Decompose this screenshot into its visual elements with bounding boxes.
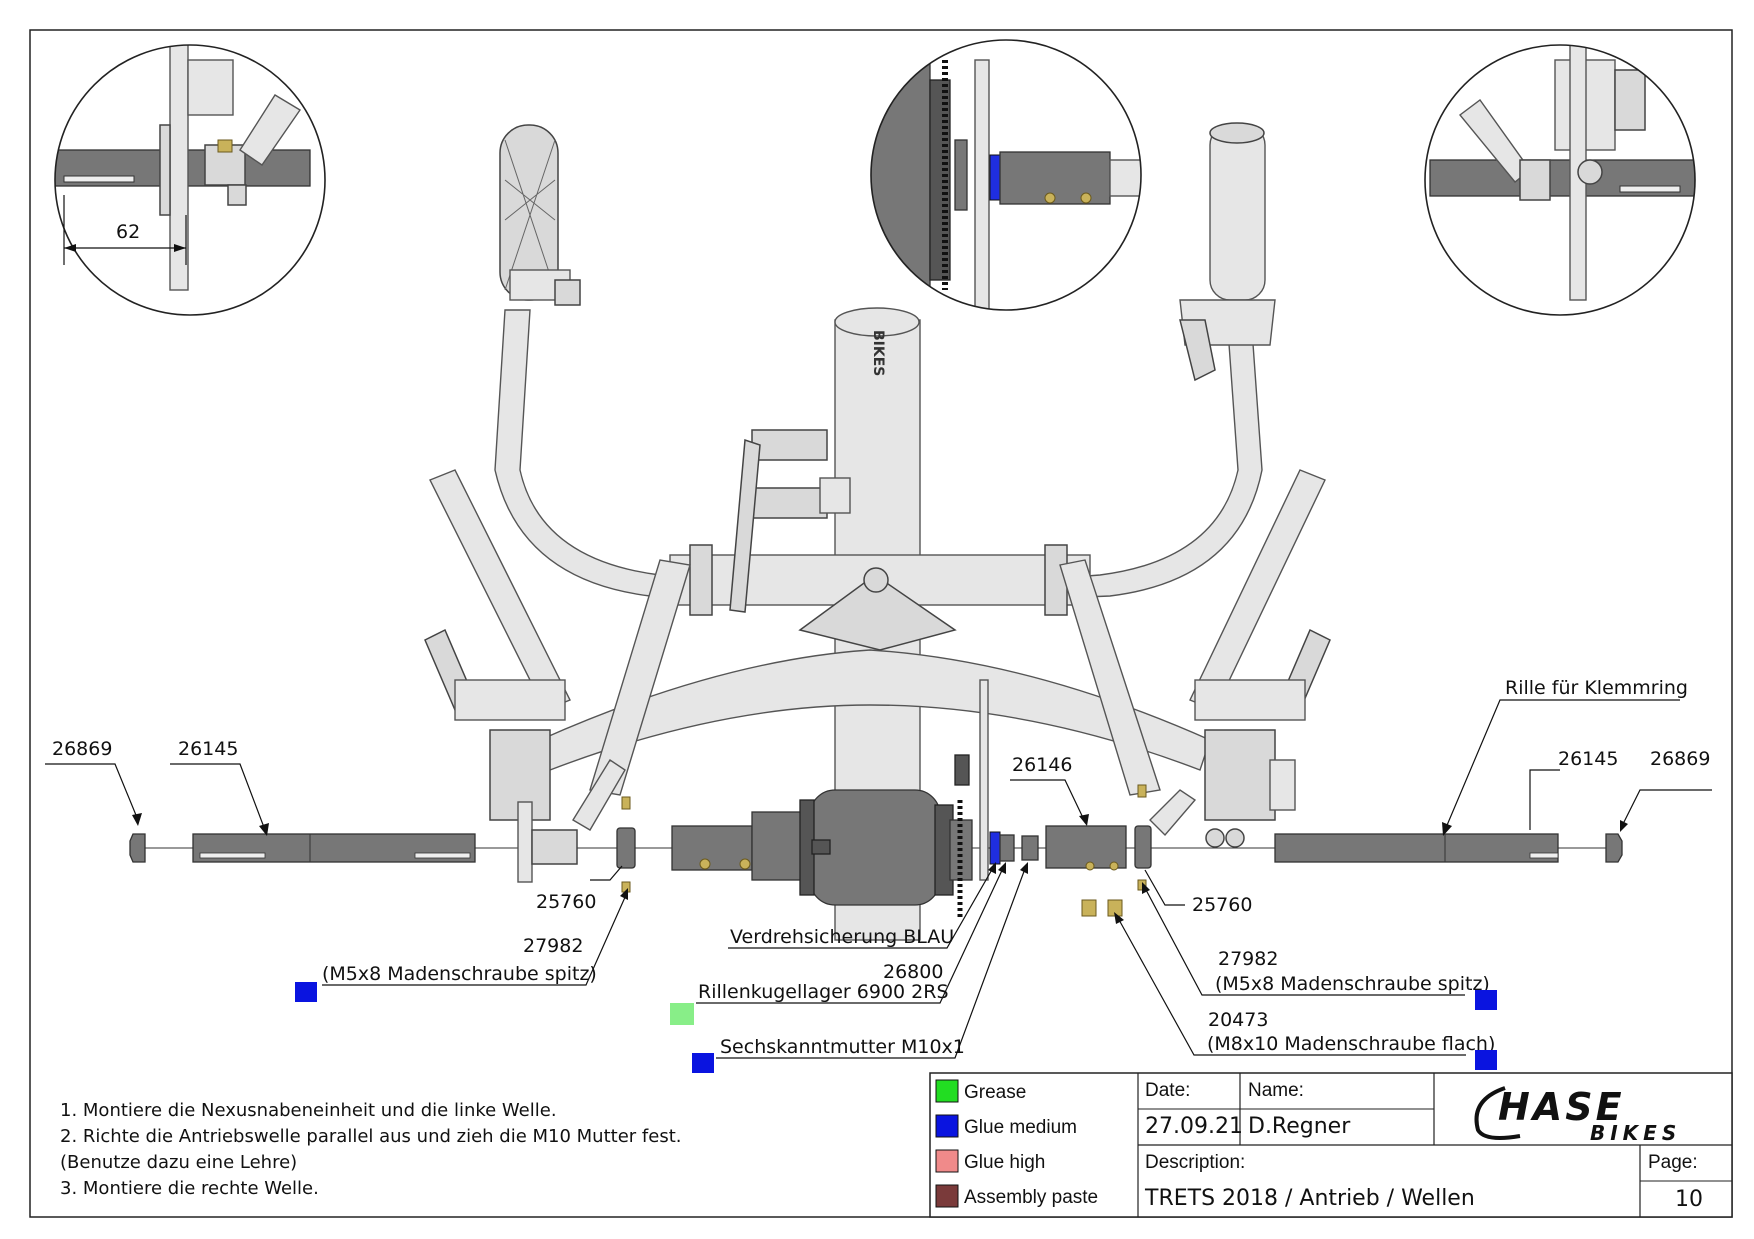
legend-glue-medium: Glue medium [964, 1117, 1077, 1138]
description-label: Description: [1145, 1152, 1245, 1173]
left-collar [616, 827, 636, 869]
marker-right-screw-glue [1475, 990, 1497, 1010]
legend-assembly-paste: Assembly paste [964, 1187, 1098, 1208]
detail-view-right [1424, 44, 1696, 316]
drawing-border [29, 29, 1733, 1218]
callout-right-collar: 25760 [1192, 894, 1252, 916]
callout-left-collar: 25760 [536, 891, 596, 913]
callout-bearing-num: 26800 [883, 961, 943, 983]
callout-left-shaft: 26145 [178, 738, 238, 760]
callout-groove: Rille für Klemmring [1505, 677, 1688, 699]
assembly-instructions: 1. Montiere die Nexusnabeneinheit und di… [60, 1100, 681, 1199]
left-handlebar [494, 309, 701, 599]
page-number: 10 [1675, 1187, 1703, 1212]
legend-glue-high: Glue high [964, 1152, 1045, 1173]
right-end-cap [1605, 833, 1623, 863]
marker-left-screw-glue [295, 982, 317, 1002]
title-block: Grease Glue medium Glue high Assembly pa… [929, 1072, 1733, 1218]
date-label: Date: [1145, 1080, 1190, 1101]
marker-flat-screw-glue [1475, 1050, 1497, 1070]
callout-left-screw-num: 27982 [523, 935, 583, 957]
name-value: D.Regner [1248, 1114, 1351, 1139]
callout-texts: 26869 26145 25760 27982 (M5x8 Madenschra… [52, 677, 1710, 1058]
callout-flat-desc: (M8x10 Madenschraube flach) [1207, 1033, 1495, 1055]
instruction-4: 3. Montiere die rechte Welle. [60, 1178, 319, 1199]
instruction-2: 2. Richte die Antriebswelle parallel aus… [60, 1126, 681, 1147]
description-value: TRETS 2018 / Antrieb / Wellen [1144, 1186, 1475, 1211]
hase-bikes-logo: HASE BIKES [1474, 1085, 1681, 1145]
frame-brand-text: BIKES [870, 330, 886, 376]
callout-left-cap: 26869 [52, 738, 112, 760]
legend-swatch-glue-high [935, 1149, 959, 1173]
name-label: Name: [1248, 1080, 1304, 1101]
right-shaft [1274, 833, 1559, 863]
right-grip [1209, 124, 1266, 301]
callout-leaders [45, 699, 1712, 1059]
adhesive-markers [295, 982, 1497, 1073]
main-frame-tube [539, 649, 1211, 771]
legend-grease: Grease [964, 1082, 1026, 1103]
instruction-3: (Benutze dazu eine Lehre) [60, 1152, 297, 1173]
instruction-1: 1. Montiere die Nexusnabeneinheit und di… [60, 1100, 557, 1121]
right-collar [1134, 825, 1152, 869]
callout-right-screw-desc: (M5x8 Madenschraube spitz) [1215, 973, 1490, 995]
drive-shaft-assembly [129, 679, 1623, 920]
frame-assembly: BIKES [424, 122, 1331, 941]
hub-left-axle [671, 825, 753, 871]
hex-nut-m10 [1021, 835, 1039, 861]
logo-main-text: HASE [1498, 1085, 1625, 1129]
detail-view-left: 62 [54, 44, 326, 316]
blue-anti-rotation-element [989, 831, 1001, 865]
callout-right-shaft: 26145 [1558, 748, 1618, 770]
logo-sub-text: BIKES [1590, 1121, 1681, 1145]
legend-swatch-glue-medium [935, 1114, 959, 1138]
detail-view-middle [870, 39, 1142, 311]
dimension-62: 62 [116, 221, 140, 243]
page-label: Page: [1648, 1152, 1698, 1173]
callout-flat-num: 20473 [1208, 1009, 1268, 1031]
callout-left-screw-desc: (M5x8 Madenschraube spitz) [322, 963, 597, 985]
callout-right-screw-num: 27982 [1218, 948, 1278, 970]
callout-coupler: 26146 [1012, 754, 1072, 776]
callout-verdreh: Verdrehsicherung BLAU [730, 926, 954, 948]
marker-nut-glue [692, 1053, 714, 1073]
left-end-cap [129, 833, 146, 863]
date-value: 27.09.21 [1145, 1114, 1243, 1139]
callout-right-cap: 26869 [1650, 748, 1710, 770]
marker-bearing-grease [670, 1003, 694, 1025]
callout-bearing-desc: Rillenkugellager 6900 2RS [698, 981, 949, 1003]
callout-nut: Sechskanntmutter M10x1 [720, 1036, 965, 1058]
shaft-coupler [1045, 825, 1127, 869]
legend-swatch-grease [935, 1079, 959, 1103]
legend-swatch-assembly-paste [935, 1184, 959, 1208]
